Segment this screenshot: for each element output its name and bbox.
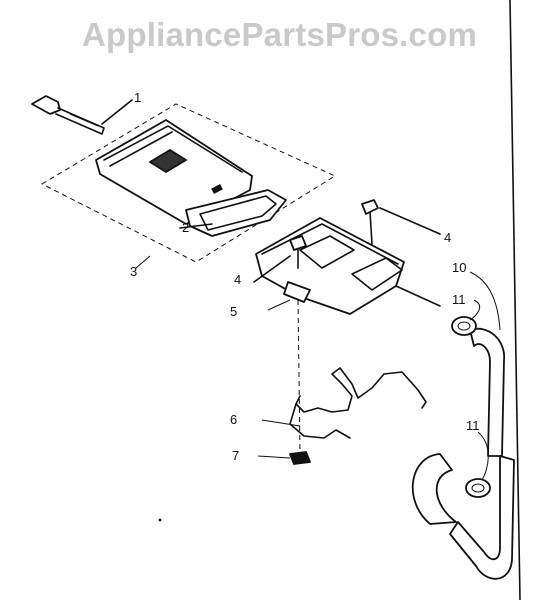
watermark-text: AppliancePartsPros.com bbox=[81, 16, 478, 53]
callout-11-upper: 11 bbox=[452, 292, 466, 307]
assembly-axis-dashed bbox=[297, 299, 301, 453]
callout-7: 7 bbox=[232, 448, 239, 463]
kit-outline-box bbox=[40, 103, 337, 263]
part-1-lever bbox=[31, 95, 133, 135]
callout-6: 6 bbox=[230, 412, 237, 427]
leader-10 bbox=[469, 271, 501, 331]
leader-11-upper bbox=[469, 299, 481, 321]
part-11-clamp-upper bbox=[451, 316, 477, 336]
part-11-clamp-lower bbox=[465, 478, 491, 498]
part-2-gasket bbox=[179, 189, 287, 237]
part-7-clip bbox=[289, 451, 311, 465]
part-5-housing bbox=[255, 217, 441, 315]
callout-4-upper: 4 bbox=[444, 230, 451, 245]
callout-10: 10 bbox=[452, 260, 466, 275]
callout-5: 5 bbox=[230, 304, 237, 319]
leader-11-lower bbox=[477, 431, 489, 481]
leader-6 bbox=[261, 419, 301, 427]
leader-5 bbox=[267, 299, 291, 311]
leader-7 bbox=[257, 455, 291, 459]
callout-2: 2 bbox=[182, 220, 189, 235]
callout-11-lower: 11 bbox=[466, 418, 480, 433]
callout-3: 3 bbox=[130, 264, 137, 279]
leader-3 bbox=[135, 255, 151, 269]
frame-edge-line bbox=[509, 0, 521, 600]
part-6-wire-branch bbox=[289, 403, 351, 439]
part-4-screw-top bbox=[361, 199, 441, 245]
part-2-filter-pad bbox=[95, 119, 253, 225]
part-6-wire-harness bbox=[295, 367, 427, 413]
callout-1: 1 bbox=[134, 90, 141, 105]
part-4-screw-left bbox=[253, 235, 307, 283]
callout-4-lower: 4 bbox=[234, 272, 241, 287]
part-10-hose bbox=[411, 327, 515, 580]
speck-dot bbox=[158, 518, 162, 522]
